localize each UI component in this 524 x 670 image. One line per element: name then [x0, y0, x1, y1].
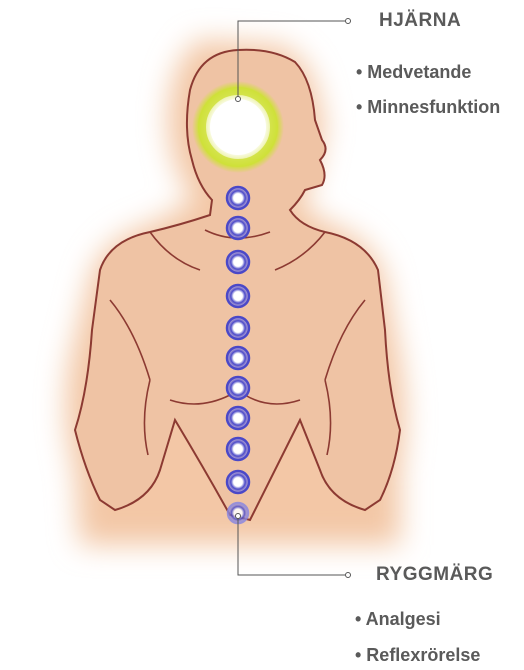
vertebra — [227, 347, 249, 369]
vertebra — [227, 471, 249, 493]
vertebra — [227, 217, 249, 239]
spinal-cord-heading: RYGGMÄRG — [376, 564, 493, 586]
brain-item-memory: • Minnesfunktion — [356, 97, 500, 118]
brain-item-consciousness: • Medvetande — [356, 62, 471, 83]
vertebra — [227, 251, 249, 273]
vertebra — [227, 187, 249, 209]
spine — [227, 187, 249, 523]
vertebra — [227, 317, 249, 339]
vertebra — [227, 377, 249, 399]
spinal-item-reflex: • Reflexrörelse — [355, 645, 480, 666]
vertebra — [227, 285, 249, 307]
vertebra — [227, 407, 249, 429]
brain-heading: HJÄRNA — [379, 10, 461, 32]
spinal-item-analgesia: • Analgesi — [355, 609, 441, 630]
vertebra — [227, 438, 249, 460]
brain-core — [210, 99, 266, 155]
